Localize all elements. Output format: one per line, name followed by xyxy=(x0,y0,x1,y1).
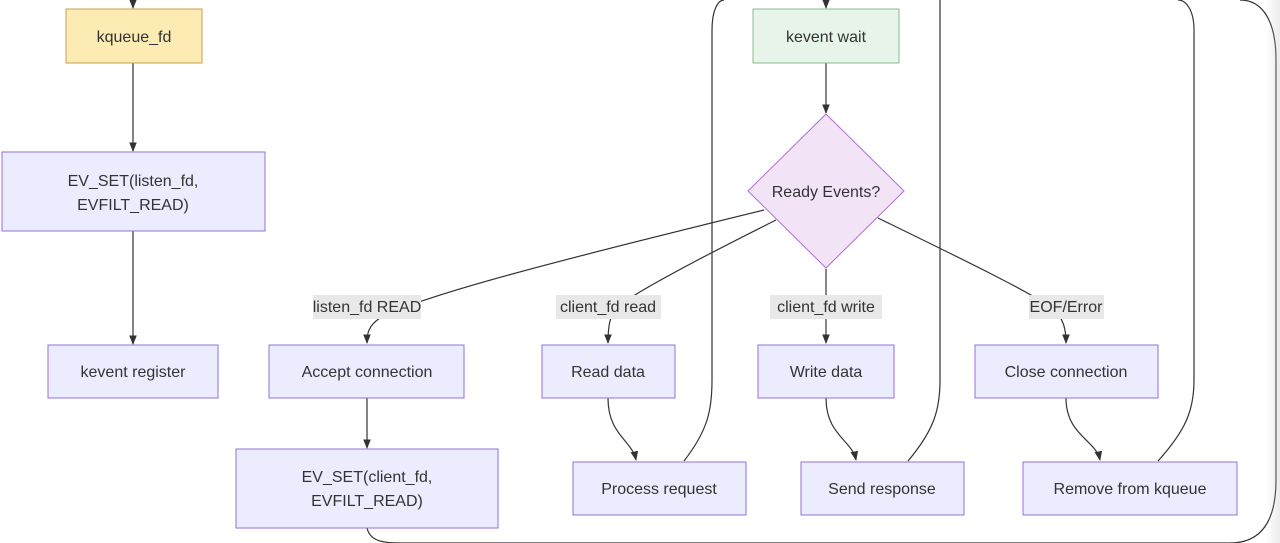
node-ev-set-client-fd-label-line1: EV_SET(client_fd, xyxy=(302,469,433,486)
node-ready-events-label: Ready Events? xyxy=(772,184,881,201)
node-read-data-label: Read data xyxy=(571,364,645,381)
edges xyxy=(129,0,1277,543)
edge-label-listen-fd-read-text: listen_fd READ xyxy=(313,299,422,316)
edge-labels: listen_fd READ client_fd read client_fd … xyxy=(313,295,1104,319)
edge-close-to-remove xyxy=(1065,397,1103,461)
edge-ready-to-read xyxy=(604,219,777,344)
node-kevent-wait-label: kevent wait xyxy=(786,29,867,46)
node-ev-set-client-fd-label-line2: EVFILT_READ) xyxy=(311,493,423,510)
right-edge-shadow xyxy=(1266,0,1280,543)
edge-label-listen-fd-read: listen_fd READ xyxy=(313,295,422,319)
edge-process-loop-back xyxy=(683,0,725,462)
node-kevent-wait[interactable]: kevent wait xyxy=(752,8,900,64)
edge-read-to-process xyxy=(607,397,639,461)
node-kevent-register-label: kevent register xyxy=(81,364,187,381)
node-kevent-register[interactable]: kevent register xyxy=(47,344,219,399)
node-read-data[interactable]: Read data xyxy=(541,344,676,399)
edge-ready-to-close xyxy=(877,217,1070,344)
node-ev-set-listen-fd-label-line1: EV_SET(listen_fd, xyxy=(68,173,199,190)
edge-label-client-fd-read: client_fd read xyxy=(556,295,661,319)
node-ready-events-decision[interactable]: Ready Events? xyxy=(747,113,905,269)
edge-label-eof-error: EOF/Error xyxy=(1029,295,1104,319)
edge-label-client-fd-write: client_fd write xyxy=(770,295,882,319)
node-kqueue-fd-label: kqueue_fd xyxy=(97,29,172,46)
edge-ready-to-accept xyxy=(363,209,765,344)
edge-send-loop-back xyxy=(907,0,941,462)
node-write-data[interactable]: Write data xyxy=(757,344,895,399)
node-accept-connection[interactable]: Accept connection xyxy=(268,344,465,399)
node-send-response-label: Send response xyxy=(828,481,936,498)
node-send-response[interactable]: Send response xyxy=(800,461,965,516)
node-accept-connection-label: Accept connection xyxy=(302,364,433,381)
edge-write-to-send xyxy=(825,397,859,461)
node-close-connection[interactable]: Close connection xyxy=(974,344,1159,399)
edge-label-client-fd-write-text: client_fd write xyxy=(777,299,875,316)
edge-evset-client-loop-back xyxy=(366,0,1277,543)
node-ev-set-listen-fd[interactable]: EV_SET(listen_fd, EVFILT_READ) xyxy=(1,151,266,232)
node-close-connection-label: Close connection xyxy=(1005,364,1128,381)
node-remove-from-kqueue[interactable]: Remove from kqueue xyxy=(1022,461,1238,516)
node-process-request[interactable]: Process request xyxy=(572,461,747,516)
edge-label-eof-error-text: EOF/Error xyxy=(1030,299,1104,316)
node-ev-set-client-fd[interactable]: EV_SET(client_fd, EVFILT_READ) xyxy=(235,448,499,529)
node-ev-set-listen-fd-label-line2: EVFILT_READ) xyxy=(77,197,189,214)
node-kqueue-fd[interactable]: kqueue_fd xyxy=(65,8,203,64)
nodes: kqueue_fd EV_SET(listen_fd, EVFILT_READ)… xyxy=(1,8,1238,529)
edge-remove-loop-back xyxy=(1157,0,1195,462)
node-write-data-label: Write data xyxy=(790,364,863,381)
node-remove-from-kqueue-label: Remove from kqueue xyxy=(1054,481,1207,498)
edge-label-client-fd-read-text: client_fd read xyxy=(560,299,656,316)
node-process-request-label: Process request xyxy=(601,481,717,498)
